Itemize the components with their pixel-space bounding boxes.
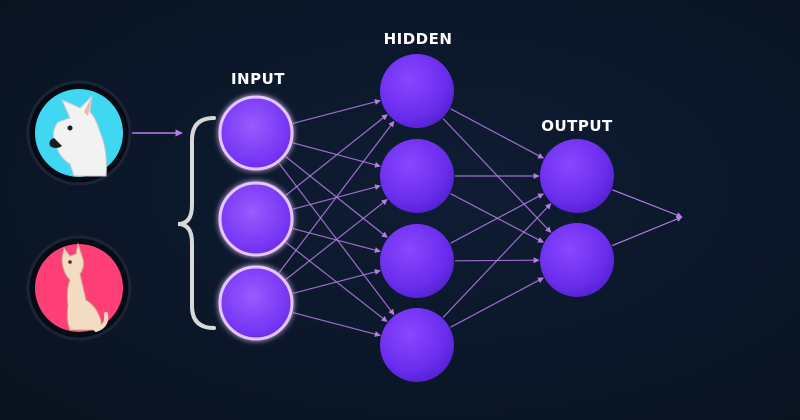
connection-edge xyxy=(292,269,381,294)
input-node xyxy=(218,265,294,341)
connection-edge xyxy=(285,199,388,280)
connection-edge xyxy=(285,114,388,196)
input-layer xyxy=(218,95,294,341)
output-layer xyxy=(540,139,614,297)
hidden-node xyxy=(380,308,454,382)
input-bracket xyxy=(177,116,216,330)
input-node xyxy=(218,95,294,171)
cat-example xyxy=(26,235,132,341)
dog-example xyxy=(26,80,132,186)
edge-group xyxy=(278,99,683,337)
hidden-node xyxy=(380,139,454,213)
hidden-label: HIDDEN xyxy=(384,30,453,48)
connection-edge xyxy=(450,277,544,328)
hidden-node xyxy=(380,224,454,298)
connection-edge xyxy=(450,193,544,244)
output-edge xyxy=(611,216,683,247)
hidden-layer xyxy=(380,54,454,382)
input-label: INPUT xyxy=(231,70,285,88)
input-node xyxy=(218,181,294,257)
cat-icon xyxy=(61,242,109,332)
connection-edge xyxy=(278,120,395,274)
connection-edge xyxy=(292,312,381,337)
output-label: OUTPUT xyxy=(541,117,613,135)
output-node xyxy=(540,223,614,297)
dog-icon xyxy=(49,94,107,177)
hidden-node xyxy=(380,54,454,128)
connection-edge xyxy=(442,203,552,318)
output-edge xyxy=(612,189,683,218)
connection-edge xyxy=(292,99,381,124)
connection-edge xyxy=(450,108,544,159)
output-node xyxy=(540,139,614,213)
